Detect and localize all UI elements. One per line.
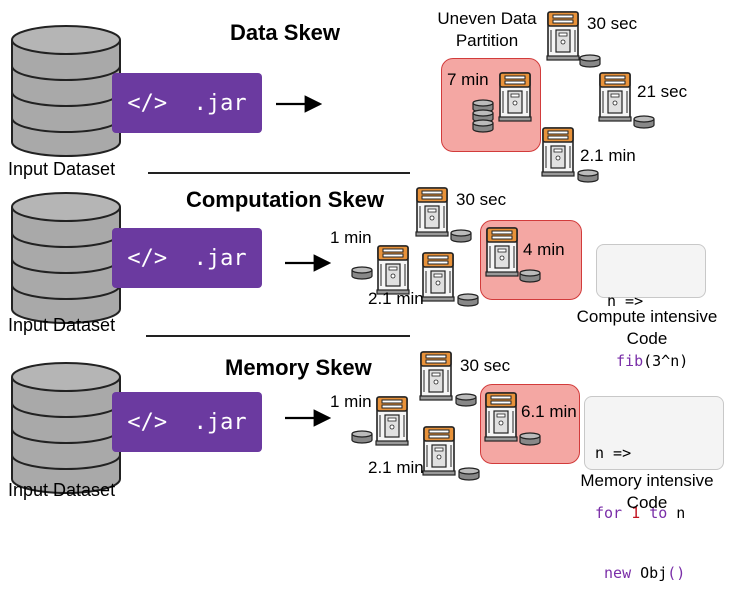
- time-label: 1 min: [330, 228, 372, 247]
- code-line: fib(3^n): [607, 351, 695, 371]
- code-snippet: n => for 1 to n new Obj(): [584, 396, 724, 582]
- disk-icon: [458, 467, 480, 481]
- time-label: 30 sec: [460, 356, 511, 375]
- server-icon: [422, 426, 456, 476]
- time-label: 6.1 min: [521, 402, 577, 421]
- time-label: 30 sec: [456, 190, 507, 209]
- disk-icon: [579, 54, 601, 68]
- section-title-memory-skew: Memory Skew: [225, 355, 372, 380]
- code-function: fib: [607, 352, 644, 370]
- disk-icon: [472, 119, 494, 133]
- input-dataset-label: Input Dataset: [8, 480, 116, 500]
- disk-icon: [519, 432, 541, 446]
- code-snippet: n => fib(3^n): [596, 244, 706, 370]
- time-label: 21 sec: [637, 82, 688, 101]
- disk-icon: [519, 269, 541, 283]
- code-caption: Compute intensive Code: [576, 307, 718, 348]
- arrow-icon: [285, 254, 332, 272]
- jar-badge: </> .jar: [112, 392, 262, 452]
- code-line: n =>: [607, 292, 644, 310]
- arrow-icon: [285, 409, 332, 427]
- section-title-computation-skew: Computation Skew: [185, 187, 384, 212]
- arrow-icon: [276, 95, 323, 113]
- disk-icon: [455, 393, 477, 407]
- time-label: 2.1 min: [368, 289, 424, 308]
- jar-badge: </> .jar: [112, 73, 262, 133]
- database-icon: [11, 362, 121, 494]
- section-divider: [146, 335, 410, 337]
- time-label: 4 min: [523, 240, 565, 259]
- time-label: 2.1 min: [368, 458, 424, 477]
- server-icon: [598, 72, 632, 122]
- section-title-data-skew: Data Skew: [229, 20, 341, 45]
- database-icon: [11, 25, 121, 157]
- disk-icon: [457, 293, 479, 307]
- code-caption: Memory intensive Code: [580, 471, 714, 512]
- input-dataset-label: Input Dataset: [8, 159, 116, 179]
- code-args: (3^n): [643, 352, 689, 370]
- section-divider: [148, 172, 410, 174]
- server-icon: [546, 11, 580, 61]
- server-icon: [498, 72, 532, 122]
- server-icon: [541, 127, 575, 177]
- time-label: 30 sec: [587, 14, 638, 33]
- server-icon: [419, 351, 453, 401]
- disk-icon: [633, 115, 655, 129]
- database-icon: [11, 192, 121, 324]
- disk-icon: [351, 266, 373, 280]
- code-line: new Obj(): [604, 564, 686, 582]
- server-icon: [484, 392, 518, 442]
- server-icon: [415, 187, 449, 237]
- server-icon: [421, 252, 455, 302]
- time-label: 1 min: [330, 392, 372, 411]
- partition-caption: Uneven Data Partition: [437, 9, 537, 50]
- disk-icon: [450, 229, 472, 243]
- disk-icon: [351, 430, 373, 444]
- jar-badge: </> .jar: [112, 228, 262, 288]
- input-dataset-label: Input Dataset: [8, 315, 116, 335]
- time-label: 2.1 min: [580, 146, 636, 165]
- server-icon: [375, 396, 409, 446]
- time-label: 7 min: [447, 70, 489, 89]
- code-line: n =>: [595, 444, 632, 462]
- server-icon: [485, 227, 519, 277]
- disk-icon: [577, 169, 599, 183]
